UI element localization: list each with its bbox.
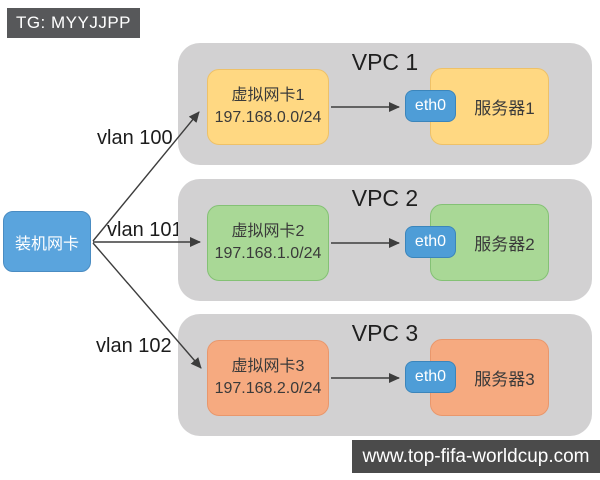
vpc3-virtual-nic-node: 虚拟网卡3 197.168.2.0/24 xyxy=(207,340,329,416)
vpc2-server-node: 服务器2 xyxy=(430,204,549,281)
vpc2-eth0-port: eth0 xyxy=(405,226,456,258)
vpc3-nic-subnet: 197.168.2.0/24 xyxy=(214,380,322,397)
vpc1-title: VPC 1 xyxy=(351,49,419,75)
vpc2-nic-subnet: 197.168.1.0/24 xyxy=(214,245,322,262)
vpc3-title: VPC 3 xyxy=(351,320,419,346)
vpc2-virtual-nic-node: 虚拟网卡2 197.168.1.0/24 xyxy=(207,205,329,281)
vpc2-title: VPC 2 xyxy=(351,185,419,211)
vpc1-nic-subnet: 197.168.0.0/24 xyxy=(214,109,322,126)
vpc3-nic-name: 虚拟网卡3 xyxy=(231,357,305,375)
vpc2-nic-name: 虚拟网卡2 xyxy=(231,222,305,240)
vpc1-nic-name: 虚拟网卡1 xyxy=(231,86,305,104)
vpc3-eth0-port: eth0 xyxy=(405,361,456,393)
vpc1-virtual-nic-node: 虚拟网卡1 197.168.0.0/24 xyxy=(207,69,329,145)
host-nic-node: 装机网卡 xyxy=(3,211,91,272)
vpc3-container: VPC 3 虚拟网卡3 197.168.2.0/24 服务器3 eth0 xyxy=(178,314,592,436)
vpc2-container: VPC 2 虚拟网卡2 197.168.1.0/24 服务器2 eth0 xyxy=(178,179,592,301)
vpc1-container: VPC 1 虚拟网卡1 197.168.0.0/24 服务器1 eth0 xyxy=(178,43,592,165)
vlan-102-label: vlan 102 xyxy=(96,335,172,357)
top-left-watermark-badge: TG: MYYJJPP xyxy=(7,8,140,38)
bottom-right-watermark: www.top-fifa-worldcup.com xyxy=(352,440,600,473)
vlan-100-label: vlan 100 xyxy=(97,127,173,149)
vlan-101-label: vlan 101 xyxy=(107,219,183,241)
vpc1-eth0-port: eth0 xyxy=(405,90,456,122)
vpc1-server-node: 服务器1 xyxy=(430,68,549,145)
